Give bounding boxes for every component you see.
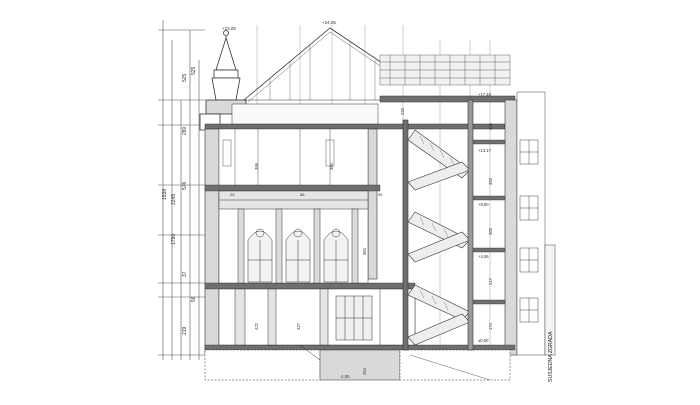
dim-left-seg-2: 280	[182, 126, 188, 135]
ornate-hall	[218, 190, 369, 284]
dim-left-seg-6: 219	[182, 326, 188, 335]
level-marker-d: +4,55	[478, 254, 489, 259]
stair-height-dims: 465 332 300 217 174 232	[400, 107, 493, 330]
level-marker-c: +8,80	[478, 202, 489, 207]
wall-thickness-3: 95	[378, 192, 383, 197]
attic-room	[231, 103, 379, 125]
neighbour-building-label: SUSJEDNA ZGRADA	[548, 331, 554, 382]
spire-level-label: +23,05	[222, 26, 236, 31]
basement	[204, 344, 511, 381]
wall-thickness-2: 88	[300, 192, 305, 197]
dim-left-seg-4: 525	[191, 66, 197, 75]
level-marker-e: ±0,00	[478, 338, 489, 343]
stair-height-4: 217	[488, 277, 493, 285]
level-marker-f: -1,55	[340, 374, 350, 379]
stair-height-5: 174	[488, 322, 493, 330]
left-dimension-texts: 1538 2245 1790 525 280 576 525 37 219 56	[162, 66, 197, 335]
room-height-3: 422	[254, 322, 259, 330]
roof-truss-right	[379, 54, 511, 86]
left-dimension-chain	[158, 20, 205, 360]
stair-height-6: 232	[400, 107, 405, 115]
main-roof	[243, 27, 401, 103]
room-height-5: 384	[362, 247, 367, 255]
stair-height-3: 300	[488, 227, 493, 235]
staircase	[402, 99, 474, 351]
ground-floor	[218, 288, 416, 346]
room-height-dims: 395 380 422 427 384 254	[254, 162, 367, 375]
roof-level-label: +24,05	[322, 20, 336, 25]
room-height-6: 254	[362, 367, 367, 375]
stair-height-1: 465	[488, 122, 493, 130]
dim-left-seg-5: 37	[182, 271, 188, 277]
room-height-2: 380	[329, 162, 334, 170]
dim-left-total-a: 1538	[162, 189, 168, 200]
dim-left-total-b: 2245	[171, 194, 177, 205]
wall-thickness-1: 25	[230, 192, 235, 197]
level-markers: +17,48 +13,17 +8,80 +4,55 ±0,00 -1,55	[340, 92, 492, 379]
dim-left-seg-1: 525	[182, 73, 188, 82]
wall-thickness-dims: 25 88 95	[230, 192, 383, 197]
level-marker-b: +13,17	[478, 148, 492, 153]
stair-height-2: 332	[488, 177, 493, 185]
dim-left-seg-3: 576	[182, 181, 188, 190]
upper-floor-rooms	[218, 128, 369, 186]
level-marker-a: +17,48	[478, 92, 492, 97]
dim-left-seg-7: 56	[191, 296, 197, 302]
neighbour-building	[516, 91, 556, 356]
room-height-1: 395	[254, 162, 259, 170]
dim-left-total-c: 1790	[171, 234, 177, 245]
room-height-4: 427	[296, 322, 301, 330]
